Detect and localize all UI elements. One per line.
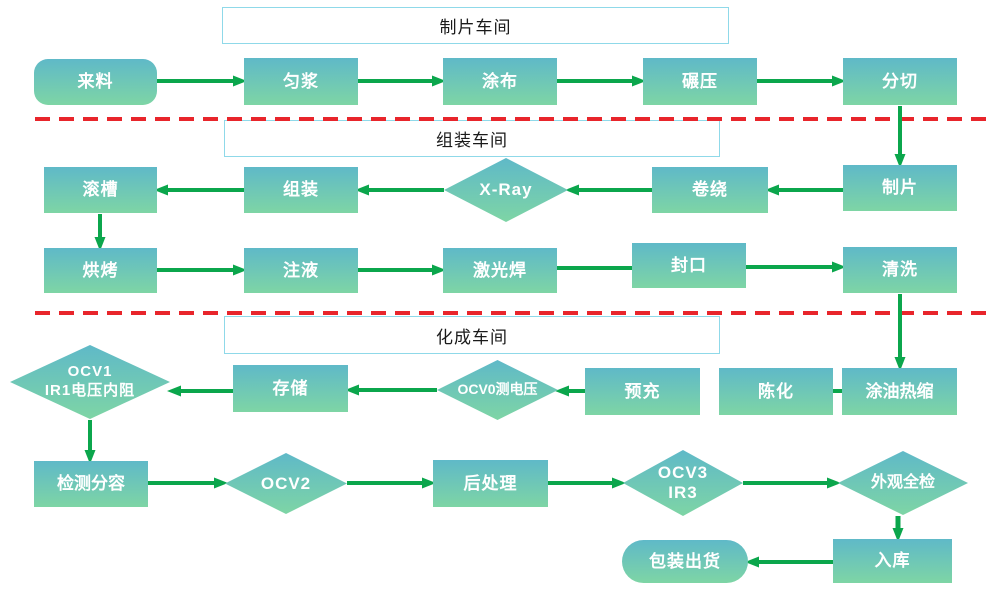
section-title-slicing-workshop: 制片车间 xyxy=(222,7,729,44)
node-post-processing: 后处理 xyxy=(433,460,548,507)
node-slurry-mixing: 匀浆 xyxy=(244,58,358,105)
node-winding: 卷绕 xyxy=(652,167,768,213)
node-assembly: 组装 xyxy=(244,167,358,213)
node-capacity-grading: 检测分容 xyxy=(34,461,148,507)
node-ocv3-ir3-check: OCV3 IR3 xyxy=(623,450,743,516)
node-laser-welding: 激光焊 xyxy=(443,248,557,293)
node-oiling-heat-shrink: 涂油热缩 xyxy=(842,368,957,415)
node-electrolyte-filling: 注液 xyxy=(244,248,358,293)
node-sealing: 封口 xyxy=(632,243,746,288)
node-ocv1-ir1-check: OCV1 IR1电压内阻 xyxy=(10,345,170,419)
node-storage: 存储 xyxy=(233,365,348,412)
node-xray-check: X-Ray xyxy=(444,158,568,222)
node-cleaning: 清洗 xyxy=(843,247,957,293)
section-title-assembly-workshop: 组装车间 xyxy=(224,120,720,157)
node-pre-charging: 预充 xyxy=(585,368,700,415)
node-warehousing: 入库 xyxy=(833,539,952,583)
node-aging: 陈化 xyxy=(719,368,833,415)
node-ocv2-check: OCV2 xyxy=(225,453,347,514)
section-title-formation-workshop: 化成车间 xyxy=(224,316,720,354)
node-appearance-inspection: 外观全检 xyxy=(838,451,968,515)
node-slitting: 分切 xyxy=(843,58,957,105)
node-ocv0-voltage-check: OCV0测电压 xyxy=(437,360,558,420)
node-electrode-making: 制片 xyxy=(843,165,957,211)
node-grooving: 滚槽 xyxy=(44,167,157,213)
node-incoming-material: 来料 xyxy=(34,59,157,105)
node-packing-shipping: 包装出货 xyxy=(622,540,748,583)
node-baking: 烘烤 xyxy=(44,248,157,293)
node-coating: 涂布 xyxy=(443,58,557,105)
node-calendering: 碾压 xyxy=(643,58,757,105)
